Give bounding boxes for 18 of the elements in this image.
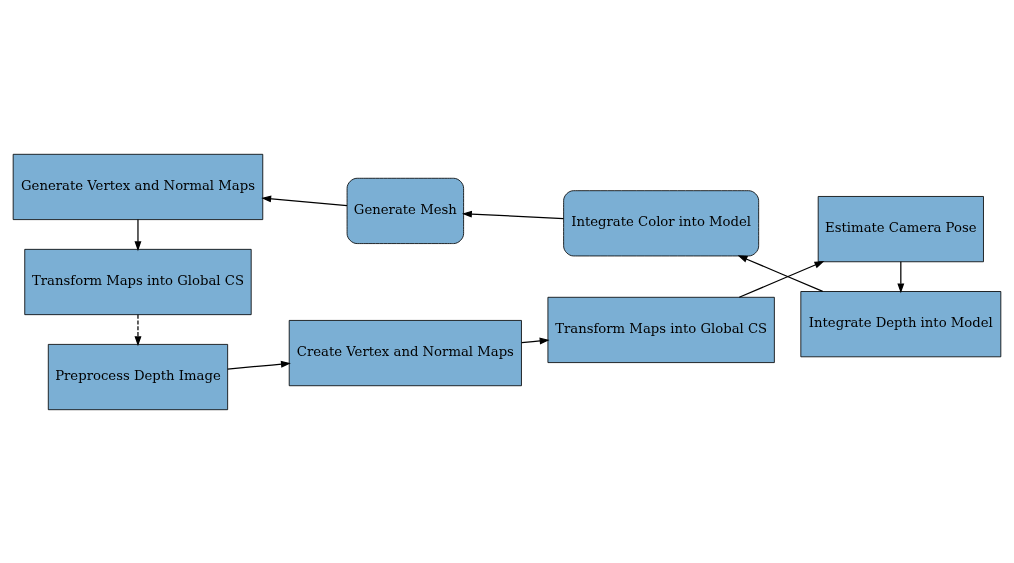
node-box: Generate Vertex and Normal Maps (12, 153, 264, 220)
node-box: Estimate Camera Pose (817, 195, 984, 262)
arrow (134, 313, 142, 346)
node-box: Generate Mesh (346, 177, 465, 244)
node-box: Integrate Depth into Model (800, 290, 1002, 357)
node-box: Integrate Color into Model (563, 189, 760, 256)
node-box: Preprocess Depth Image (47, 343, 229, 410)
node-box: Create Vertex and Normal Maps (288, 319, 522, 386)
node-box: Transform Maps into Global CS (547, 296, 775, 363)
arrow (738, 260, 825, 298)
node-box: Transform Maps into Global CS (24, 248, 252, 315)
arrow (461, 210, 565, 219)
arrow (227, 360, 291, 370)
arrow (261, 194, 348, 206)
arrow (521, 336, 550, 344)
arrow (134, 218, 142, 251)
arrow (737, 254, 824, 292)
arrow (897, 260, 905, 293)
